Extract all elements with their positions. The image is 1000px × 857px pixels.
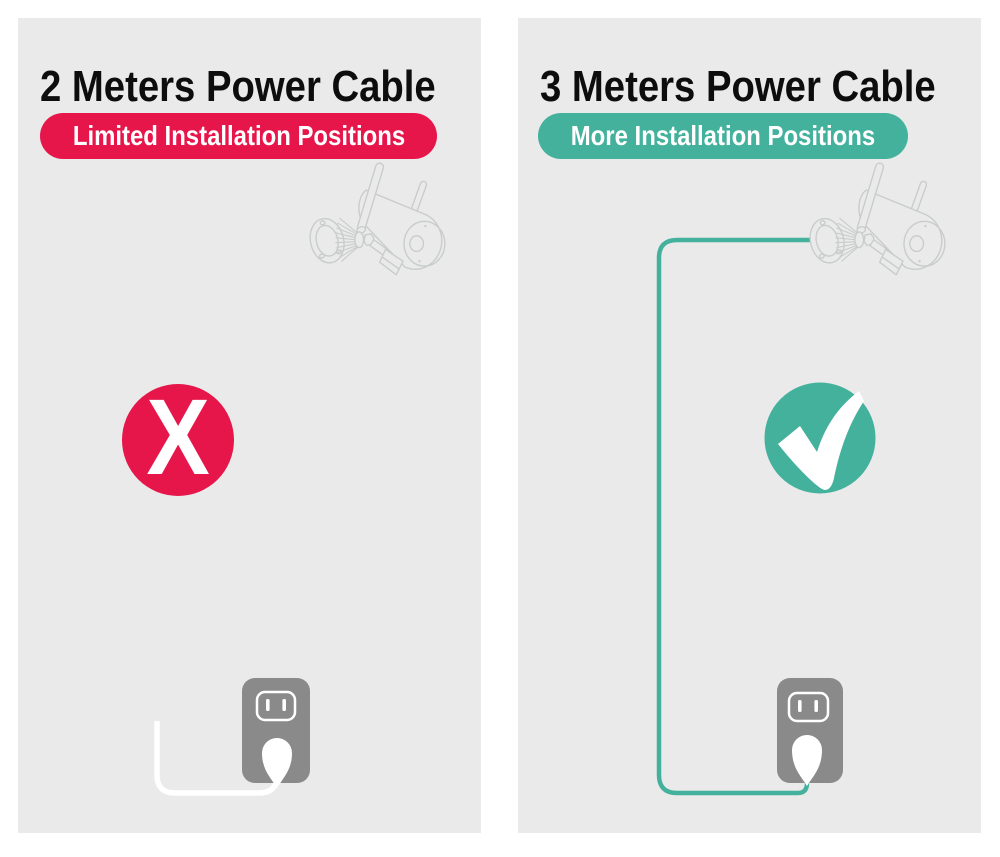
limited-positions-badge: Limited Installation Positions (40, 113, 437, 159)
title-text: 2 Meters Power Cable (40, 62, 436, 111)
x-mark-glyph: X (146, 376, 210, 497)
panel-3m-cable: 3 Meters Power Cable More Installation P… (518, 18, 981, 833)
antenna-rear-icon (410, 180, 428, 213)
socket-face (255, 690, 297, 722)
badge-label: More Installation Positions (570, 120, 876, 151)
more-positions-badge: More Installation Positions (538, 113, 908, 159)
antenna-front-icon (356, 162, 385, 234)
socket-slot (282, 699, 286, 711)
plug-icon (262, 738, 292, 788)
socket-slot (814, 700, 818, 712)
mount-joint (854, 231, 904, 276)
title-text: 3 Meters Power Cable (540, 62, 936, 111)
badge-label: Limited Installation Positions (72, 120, 405, 151)
wall-mount-plate (309, 217, 345, 264)
page-title: 3 Meters Power Cable (540, 65, 995, 109)
power-outlet-icon (242, 678, 310, 788)
mount-gear (335, 217, 358, 262)
outlet-scene (154, 678, 310, 796)
plug-icon (792, 735, 822, 786)
wall-mount-plate (809, 217, 845, 264)
checkmark-icon (764, 382, 876, 494)
socket-slot (798, 700, 802, 712)
camera-illustration (809, 162, 946, 276)
power-cable-long (656, 237, 818, 796)
camera-body (858, 189, 946, 270)
socket-face (787, 691, 830, 723)
panel-2m-cable: 2 Meters Power Cable Limited Installatio… (18, 18, 481, 833)
x-mark-icon: X (122, 376, 234, 497)
mount-joint (354, 231, 404, 276)
outlet-scene (656, 237, 843, 796)
page-title: 2 Meters Power Cable (40, 65, 495, 109)
camera-illustration (309, 162, 446, 276)
mount-gear (835, 217, 858, 262)
socket-slot (266, 699, 270, 711)
antenna-rear-icon (910, 180, 928, 213)
checkmark-glyph (778, 391, 864, 490)
power-outlet-icon (777, 678, 843, 786)
outlet-body (242, 678, 310, 783)
camera-body (358, 189, 446, 270)
